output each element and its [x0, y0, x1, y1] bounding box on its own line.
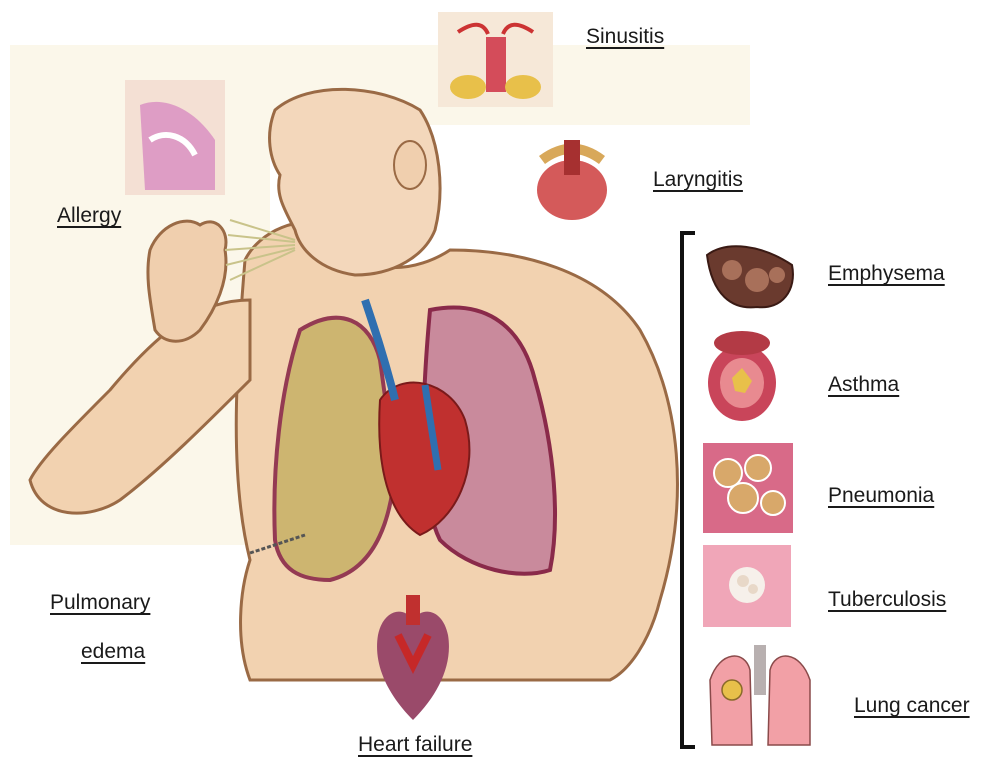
raised-arm-shape — [30, 300, 250, 513]
label-lung-cancer: Lung cancer — [854, 694, 970, 718]
label-asthma: Asthma — [828, 373, 899, 397]
ear-shape — [394, 141, 426, 189]
label-allergy: Allergy — [57, 204, 121, 228]
label-tuberculosis: Tuberculosis — [828, 588, 946, 612]
laryngitis-inset-image — [522, 130, 622, 220]
bracket-lower-respiratory — [677, 230, 697, 750]
allergy-inset-image — [125, 80, 225, 195]
label-pneumonia: Pneumonia — [828, 484, 934, 508]
label-sinusitis: Sinusitis — [586, 25, 664, 49]
pneumonia-inset-image — [703, 443, 793, 533]
label-heart-failure: Heart failure — [358, 733, 472, 757]
emphysema-inset-image — [702, 235, 797, 315]
label-emphysema: Emphysema — [828, 262, 945, 286]
label-edema: edema — [81, 640, 145, 664]
lung-cancer-inset-image — [700, 640, 825, 750]
heart-failure-inset-image — [368, 595, 458, 725]
tuberculosis-inset-image — [703, 545, 791, 627]
label-laryngitis: Laryngitis — [653, 168, 743, 192]
label-pulmonary: Pulmonary — [50, 591, 150, 615]
asthma-inset-image — [705, 323, 780, 423]
sinusitis-inset-image — [438, 12, 553, 107]
